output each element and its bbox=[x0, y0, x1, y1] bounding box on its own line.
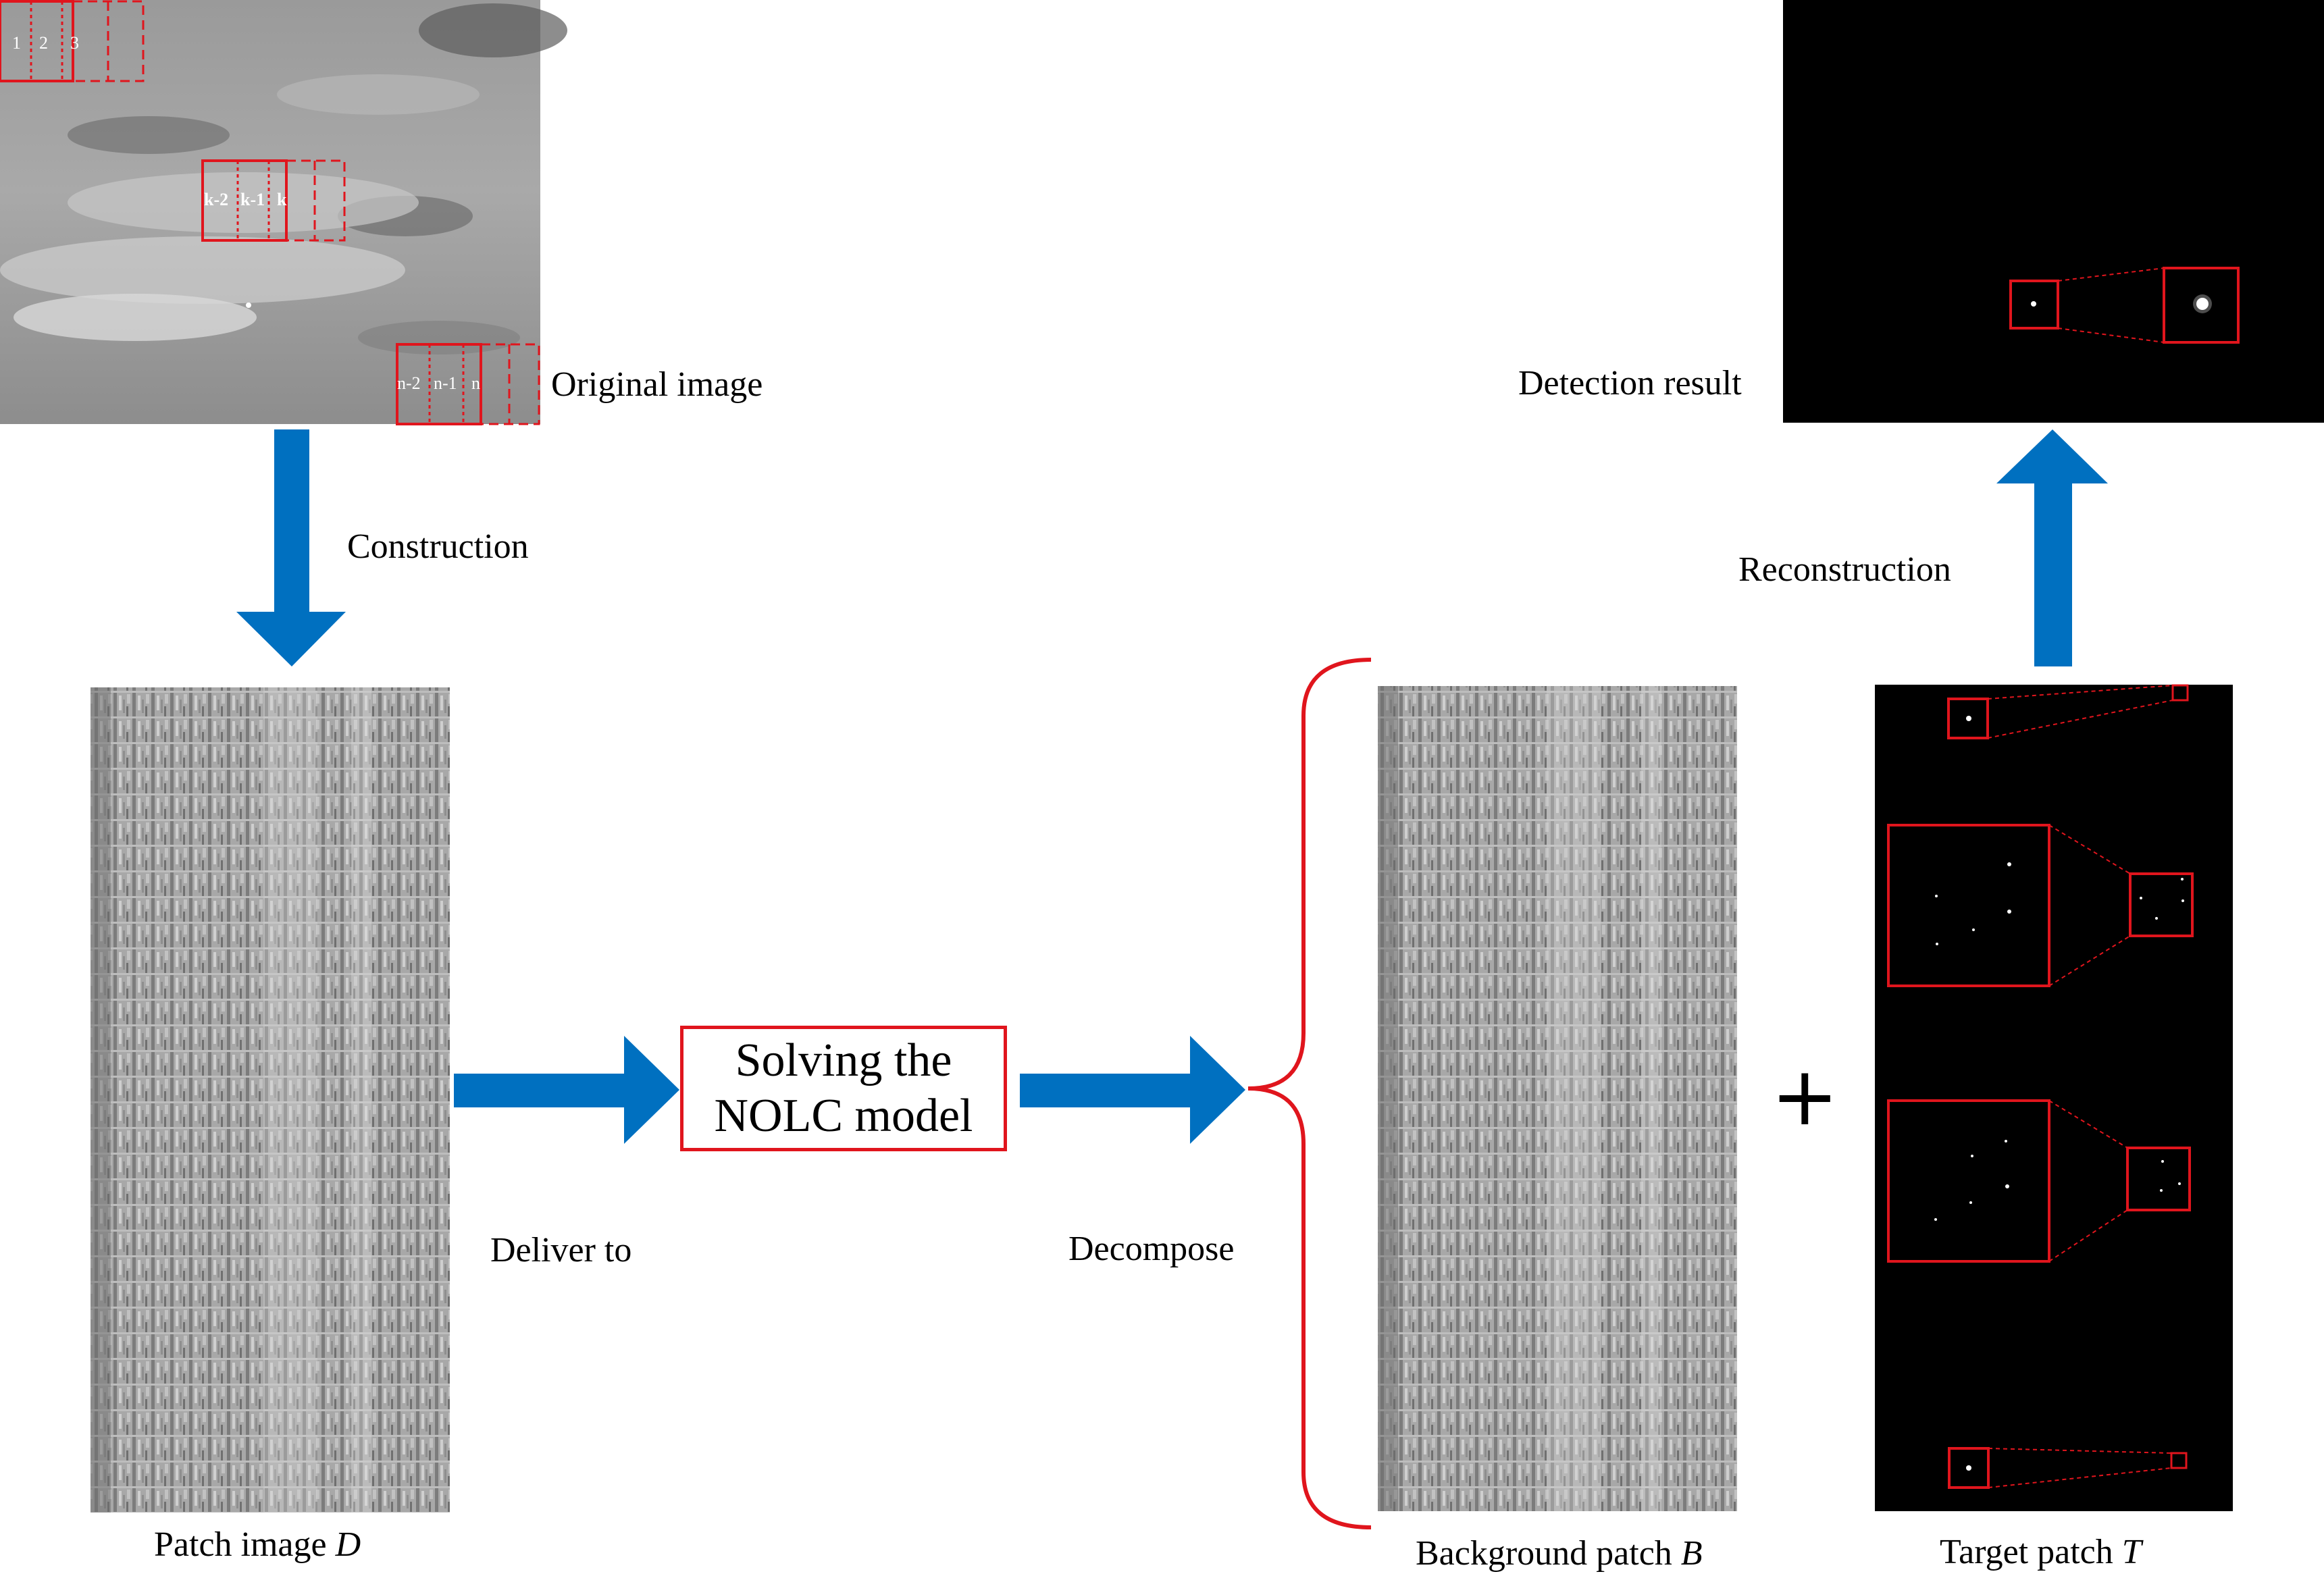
target-point bbox=[1934, 1218, 1937, 1221]
target-source-box bbox=[2171, 684, 2189, 702]
target-source-box bbox=[2126, 1147, 2191, 1211]
patch-band bbox=[351, 687, 371, 1513]
patch-image-label: Patch image D bbox=[154, 1525, 361, 1564]
cloud-light bbox=[0, 236, 405, 304]
zoom-connector bbox=[2057, 267, 2165, 282]
target-patch-label: Target patch T bbox=[1940, 1533, 2142, 1571]
plus-sign: + bbox=[1771, 1050, 1839, 1144]
target-point bbox=[2181, 878, 2184, 881]
deliver-arrow bbox=[454, 1036, 679, 1144]
detection-result-label: Detection result bbox=[1518, 364, 1742, 402]
target-point bbox=[2178, 1182, 2181, 1185]
target-source-box bbox=[2129, 872, 2194, 937]
small-target bbox=[246, 303, 251, 308]
target-point bbox=[2005, 1184, 2009, 1188]
zoom-connector bbox=[2048, 824, 2131, 874]
nolc-solver-box: Solving the NOLC model bbox=[680, 1026, 1007, 1151]
detection-result-frame bbox=[1783, 0, 2324, 423]
sliding-windows-last bbox=[396, 343, 540, 425]
construction-arrow bbox=[236, 429, 346, 666]
zoom-connector bbox=[2048, 935, 2131, 987]
target-point bbox=[2005, 1140, 2007, 1142]
target-point bbox=[1935, 895, 1938, 897]
sliding-windows-first bbox=[0, 0, 145, 82]
window-label: k-1 bbox=[240, 190, 265, 209]
detection-result bbox=[1783, 0, 2324, 423]
target-zoom-box bbox=[1948, 1447, 1990, 1489]
reconstruction-arrow bbox=[1996, 429, 2108, 666]
zoom-connector bbox=[1987, 685, 2173, 700]
patch-image-frame bbox=[91, 687, 450, 1513]
window-label: n-2 bbox=[397, 373, 421, 393]
original-image-label: Original image bbox=[551, 365, 763, 404]
background-patch-b bbox=[1378, 686, 1737, 1511]
cloud-light bbox=[68, 172, 419, 233]
target-point bbox=[2161, 1160, 2164, 1163]
patch-band bbox=[1378, 686, 1398, 1511]
deliver-to-label: Deliver to bbox=[490, 1231, 632, 1269]
zoom-connector bbox=[2048, 1100, 2128, 1149]
patch-band bbox=[91, 687, 111, 1513]
cloud-light bbox=[14, 294, 257, 341]
target-zoom-box bbox=[1887, 824, 2050, 987]
target-point bbox=[2181, 899, 2184, 902]
background-patch-label: Background patch B bbox=[1416, 1534, 1703, 1573]
window-label: n-1 bbox=[434, 373, 457, 393]
target-zoom-box bbox=[1887, 1099, 2050, 1263]
target-zoom-box bbox=[1947, 698, 1989, 739]
target-source-box bbox=[2170, 1452, 2188, 1469]
target-patch-frame bbox=[1875, 685, 2233, 1511]
target-point bbox=[1972, 928, 1975, 931]
window-label: 2 bbox=[39, 33, 48, 53]
window-label: 3 bbox=[70, 33, 79, 53]
detected-target-glow bbox=[2193, 294, 2212, 313]
zoom-connector bbox=[1988, 1448, 2172, 1454]
construction-label: Construction bbox=[347, 527, 529, 566]
target-point bbox=[1936, 943, 1938, 945]
target-point bbox=[1966, 716, 1971, 721]
cloud-dark bbox=[358, 321, 520, 354]
window-label: k-2 bbox=[204, 190, 228, 209]
detected-target bbox=[2031, 301, 2036, 307]
cloud-light bbox=[277, 74, 480, 115]
window-solid bbox=[201, 159, 288, 242]
target-point bbox=[2160, 1189, 2163, 1192]
detection-magnified-box bbox=[2163, 267, 2240, 344]
patch-band bbox=[263, 687, 317, 1513]
patch-band bbox=[1547, 686, 1601, 1511]
window-label: n bbox=[471, 373, 480, 393]
zoom-connector bbox=[2057, 327, 2165, 343]
window-label: 1 bbox=[12, 33, 21, 53]
zoom-connector bbox=[1988, 1467, 2172, 1488]
detection-zoom-box bbox=[2009, 280, 2059, 330]
cloud-dark bbox=[419, 3, 567, 57]
cloud-dark bbox=[68, 116, 230, 154]
target-point bbox=[2140, 897, 2142, 899]
patch-image-d bbox=[91, 687, 450, 1513]
zoom-connector bbox=[1987, 700, 2173, 739]
solver-line-1: Solving the bbox=[735, 1034, 952, 1086]
decompose-label: Decompose bbox=[1068, 1230, 1235, 1268]
decompose-brace bbox=[1247, 658, 1372, 1529]
window-solid bbox=[396, 343, 482, 425]
patch-band bbox=[1641, 686, 1661, 1511]
sliding-windows-middle bbox=[201, 159, 346, 242]
target-point bbox=[1966, 1465, 1971, 1471]
solver-line-2: NOLC model bbox=[714, 1090, 973, 1142]
target-patch-t bbox=[1875, 684, 2233, 1511]
original-image bbox=[0, 0, 567, 424]
decompose-arrow bbox=[1020, 1036, 1245, 1144]
target-point bbox=[1971, 1155, 1973, 1157]
target-point bbox=[1969, 1201, 1972, 1204]
background-patch-frame bbox=[1378, 686, 1737, 1511]
target-point bbox=[2155, 917, 2158, 920]
target-point bbox=[2007, 910, 2011, 914]
window-label: k bbox=[277, 190, 287, 209]
zoom-connector bbox=[2048, 1209, 2128, 1262]
detected-target-magnified bbox=[2196, 298, 2209, 310]
target-point bbox=[2007, 862, 2011, 866]
reconstruction-label: Reconstruction bbox=[1738, 550, 1951, 589]
